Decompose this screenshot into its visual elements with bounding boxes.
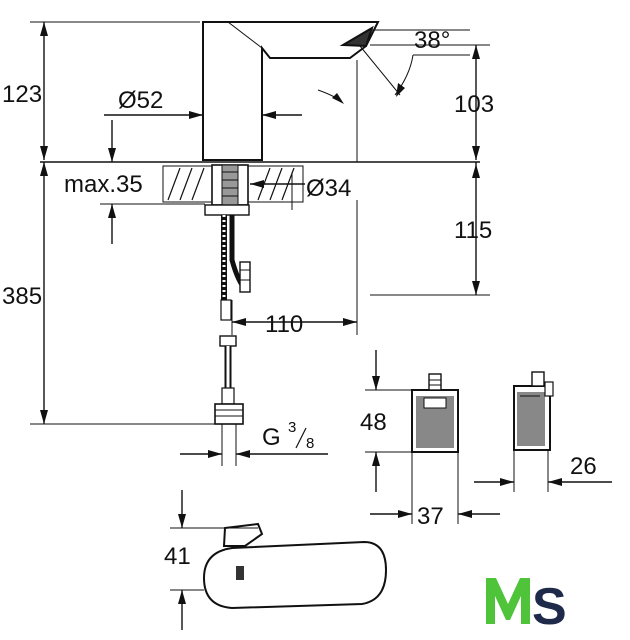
dim-385 <box>30 162 215 425</box>
dim-label-52: Ø52 <box>118 87 163 114</box>
dim-label-max35: max.35 <box>64 171 143 198</box>
dim-110 <box>231 200 358 335</box>
dim-thread <box>180 424 328 466</box>
faucet-top-view <box>202 522 388 610</box>
dim-label-thread-num: 3 <box>288 419 296 436</box>
dim-label-angle: 38° <box>414 27 450 54</box>
battery-box-side <box>513 371 554 451</box>
dim-label-37: 37 <box>417 503 444 530</box>
dim-label-34: Ø34 <box>306 175 351 202</box>
dim-label-385: 385 <box>2 283 42 310</box>
dim-115 <box>370 162 490 296</box>
mounting-shank <box>204 164 250 216</box>
dim-52 <box>104 111 302 119</box>
dim-label-103: 103 <box>454 91 494 118</box>
logo-s: S <box>532 578 567 636</box>
dim-label-123: 123 <box>2 81 42 108</box>
dim-123 <box>30 21 200 160</box>
dim-26 <box>474 450 612 492</box>
faucet-body <box>202 21 380 161</box>
dim-label-thread-den: 8 <box>306 435 314 452</box>
dim-label-48: 48 <box>360 409 387 436</box>
dim-34 <box>250 172 305 210</box>
dim-label-thread-g: G <box>262 424 281 451</box>
dim-37 <box>370 452 500 524</box>
dim-41 <box>170 490 258 630</box>
dim-103 <box>356 44 490 162</box>
dim-label-41: 41 <box>164 543 191 570</box>
dim-max35 <box>100 120 205 244</box>
ms-logo: S <box>486 578 567 636</box>
dim-angle <box>317 29 470 104</box>
dim-label-26: 26 <box>570 453 597 480</box>
dim-label-115: 115 <box>454 217 492 244</box>
hose <box>214 215 251 425</box>
battery-box-front <box>411 373 459 453</box>
dim-48 <box>365 350 412 492</box>
dim-label-110: 110 <box>265 311 303 338</box>
